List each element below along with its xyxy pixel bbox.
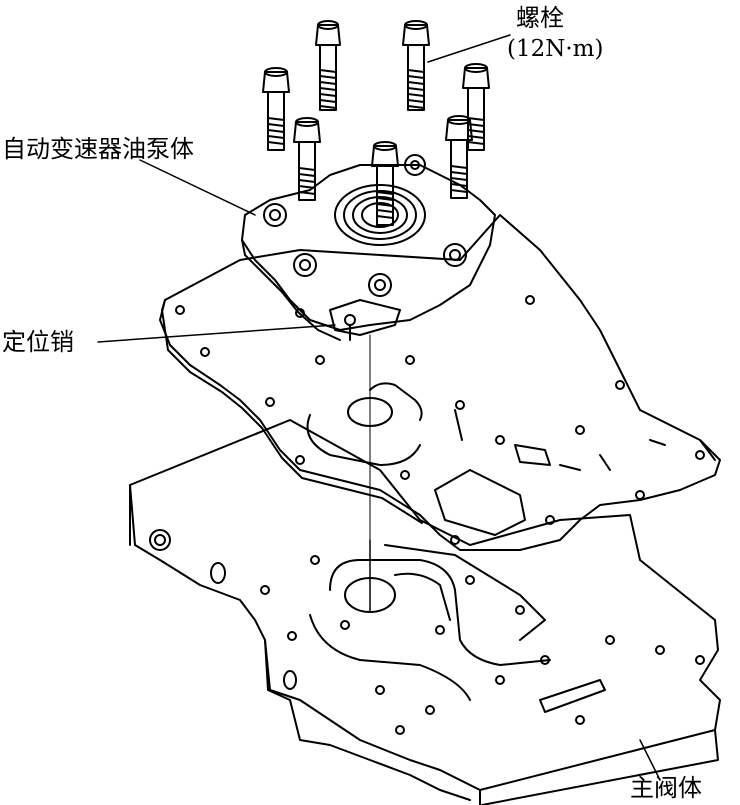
pump-body-label: 自动变速器油泵体 <box>2 135 194 163</box>
bolts <box>262 20 490 226</box>
bolt-label: 螺栓 <box>516 4 564 32</box>
separator-plate <box>159 214 721 551</box>
leader-bolt <box>427 34 511 63</box>
leader-main-valve-body <box>639 739 661 781</box>
locating-pin-label: 定位销 <box>2 328 74 356</box>
leader-pump-body <box>139 159 256 216</box>
oil-pump-body <box>241 154 496 341</box>
main-valve-body-label: 主阀体 <box>630 774 702 802</box>
main-valve-body <box>129 419 721 805</box>
leader-lines <box>97 34 661 781</box>
leader-locating-pin <box>97 324 336 343</box>
bolt-torque-label: (12N·m) <box>507 36 604 62</box>
